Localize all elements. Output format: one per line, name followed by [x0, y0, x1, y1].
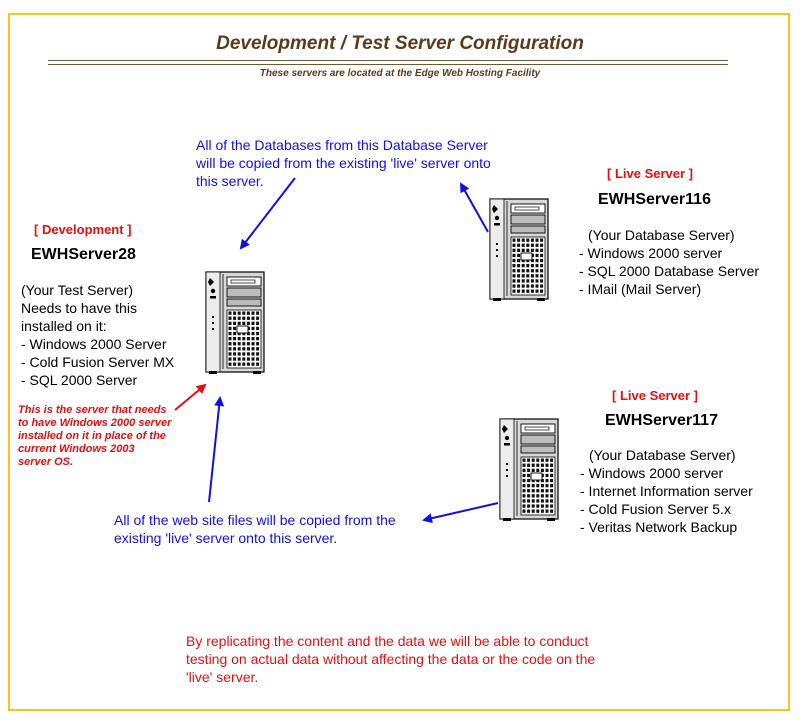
live117-detail: - Windows 2000 server	[580, 465, 724, 481]
web-copy-note-line: All of the web site files will be copied…	[114, 512, 396, 528]
dev-server-detail: installed on it:	[21, 318, 107, 334]
live116-detail: - IMail (Mail Server)	[579, 281, 702, 297]
db-copy-note-line: this server.	[196, 173, 264, 189]
live116-name: EWHServer116	[598, 191, 711, 208]
live117-tag: [ Live Server ]	[612, 388, 698, 403]
title-rule-top	[48, 60, 728, 61]
dev-server-tag: [ Development ]	[34, 222, 132, 237]
red-note-line: This is the server that needs	[18, 404, 167, 416]
dev-server-tower-icon	[205, 271, 265, 374]
dev-server-red-note: This is the server that needs to have Wi…	[18, 404, 171, 469]
bottom-note: By replicating the content and the data …	[186, 632, 595, 686]
live116-server-tower-icon	[489, 198, 549, 301]
arrow-web-to-dev	[208, 396, 225, 503]
dev-server-detail: (Your Test Server)	[21, 282, 134, 298]
arrow-live117-to-note	[422, 502, 499, 524]
page-title: Development / Test Server Configuration	[216, 33, 584, 54]
dev-server-detail: Needs to have this	[21, 300, 137, 316]
dev-server-detail: - Cold Fusion Server MX	[21, 354, 175, 370]
live117-detail: - Internet Information server	[580, 483, 753, 499]
red-note-line: current Windows 2003	[18, 443, 135, 455]
db-copy-note-line: will be copied from the existing 'live' …	[196, 155, 491, 171]
arrow-note-to-dev	[174, 383, 207, 411]
page-subtitle: These servers are located at the Edge We…	[259, 68, 541, 79]
dev-server-detail: - Windows 2000 Server	[21, 336, 167, 352]
arrow-db-to-dev	[239, 177, 296, 250]
dev-server-details: (Your Test Server) Needs to have this in…	[21, 281, 174, 389]
live116-details: (Your Database Server) - Windows 2000 se…	[579, 226, 759, 298]
live117-details: (Your Database Server) - Windows 2000 se…	[580, 446, 753, 536]
live117-detail: - Cold Fusion Server 5.x	[580, 501, 731, 517]
live116-tag: [ Live Server ]	[607, 166, 693, 181]
page-frame	[8, 13, 790, 711]
red-note-line: to have Windows 2000 server	[18, 417, 172, 429]
live116-detail: - SQL 2000 Database Server	[579, 263, 760, 279]
live117-detail: - Veritas Network Backup	[580, 519, 738, 535]
db-copy-note-line: All of the Databases from this Database …	[196, 137, 488, 153]
red-note-line: installed on it in place of the	[18, 430, 166, 442]
web-copy-note: All of the web site files will be copied…	[114, 511, 396, 547]
web-copy-note-line: existing 'live' server onto this server.	[114, 530, 338, 546]
live116-detail: (Your Database Server)	[588, 227, 735, 243]
live117-detail: (Your Database Server)	[589, 447, 736, 463]
live117-name: EWHServer117	[605, 412, 718, 429]
dev-server-name: EWHServer28	[31, 246, 136, 263]
live117-server-tower-icon	[499, 418, 559, 521]
dev-server-detail: - SQL 2000 Server	[21, 372, 138, 388]
live116-detail: - Windows 2000 server	[579, 245, 723, 261]
title-rule-bottom	[48, 64, 728, 65]
bottom-note-line: 'live' server.	[186, 669, 259, 685]
arrow-live116-to-note	[460, 182, 489, 233]
db-copy-note: All of the Databases from this Database …	[196, 136, 491, 190]
red-note-line: server OS.	[18, 456, 74, 468]
bottom-note-line: testing on actual data without affecting…	[186, 651, 596, 667]
bottom-note-line: By replicating the content and the data …	[186, 633, 589, 649]
